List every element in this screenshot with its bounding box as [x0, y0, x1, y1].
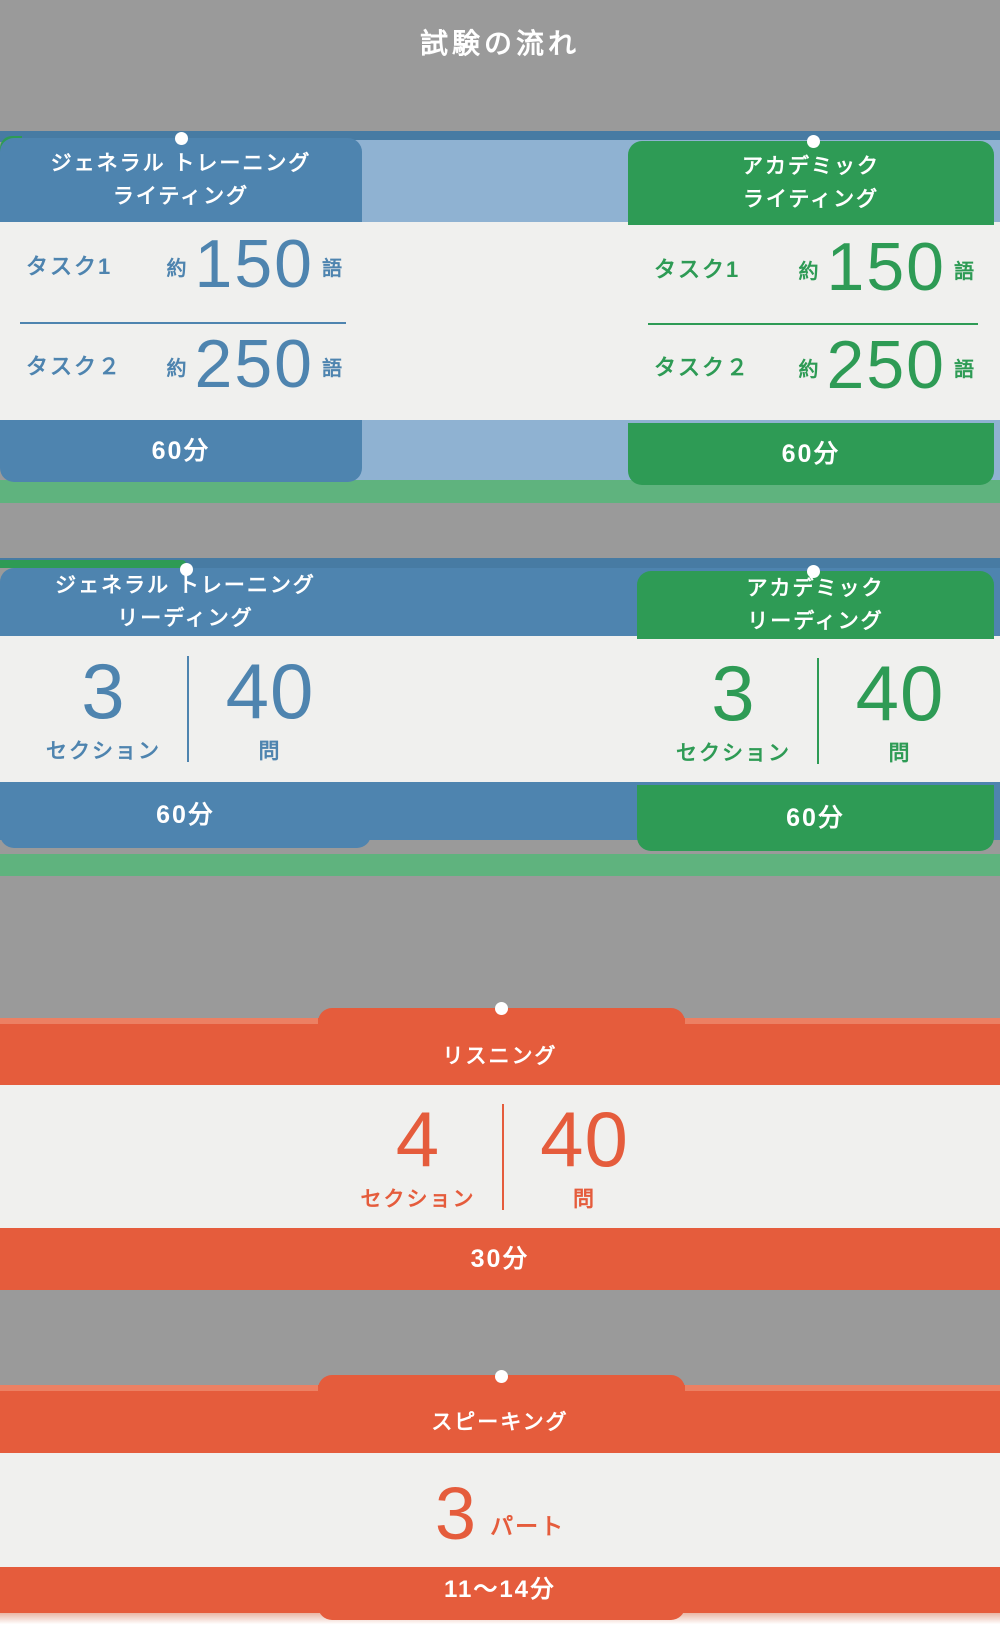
listening-section: リスニング 4 セクション 40 問 30分: [0, 1000, 1000, 1290]
academic-writing-task1-row: タスク1 約 150 語: [654, 229, 974, 305]
listening-title: リスニング: [442, 1045, 558, 1068]
listening-questions: 40 問: [530, 1094, 640, 1213]
gt-reading-stat-divider: [187, 656, 189, 762]
task1-approx: 約: [798, 261, 819, 283]
reading-bottom-green-band: [0, 854, 1000, 876]
reading-green-sliver: [0, 560, 186, 568]
task1-unit: 語: [954, 261, 974, 283]
sections-value: 4: [395, 1094, 441, 1183]
parts-value: 3: [434, 1472, 477, 1555]
speaking-card-header: [318, 1375, 685, 1453]
listening-stats: 4 セクション 40 問: [0, 1085, 1000, 1228]
academic-writing-title-line2: ライティング: [742, 188, 880, 211]
listening-band-edge-right: [685, 1018, 1000, 1024]
gt-reading-title-line2: リーディング: [117, 607, 254, 630]
gt-reading-duration-bar: 60分: [0, 782, 371, 848]
academic-reading-header: アカデミック リーディング: [637, 571, 994, 639]
academic-writing-task-divider: [648, 323, 978, 325]
task2-value: 250: [826, 327, 946, 403]
task2-unit: 語: [322, 358, 342, 380]
listening-body-band: [0, 1085, 1000, 1228]
task1-unit: 語: [322, 258, 342, 280]
gt-writing-title-line2: ライティング: [112, 185, 250, 208]
gt-writing-header: ジェネラル トレーニング ライティング: [0, 138, 362, 222]
gt-reading-header: ジェネラル トレーニング リーディング: [0, 568, 371, 636]
academic-writing-task2-row: タスク２ 約 250 語: [654, 327, 974, 403]
academic-reading-title-line1: アカデミック: [746, 577, 885, 600]
gt-writing-title-line1: ジェネラル トレーニング: [50, 152, 312, 175]
academic-reading-questions: 40 問: [845, 648, 955, 767]
speaking-body-band: [0, 1453, 1000, 1567]
task2-label: タスク２: [26, 354, 123, 379]
task2-label: タスク２: [654, 355, 751, 380]
academic-reading-stats: 3 セクション 40 問: [637, 639, 994, 782]
gt-writing-timeline-dot-icon: [175, 132, 188, 145]
speaking-card-footer: [318, 1567, 685, 1620]
speaking-bottom-fade: [0, 1613, 1000, 1628]
reading-body-band: [0, 636, 1000, 782]
listening-sections: 4 セクション: [360, 1094, 476, 1213]
page-title: 試験の流れ: [419, 28, 580, 59]
gt-writing-task-divider: [20, 322, 346, 324]
listening-stat-divider: [501, 1103, 504, 1210]
academic-reading-sections: 3 セクション: [676, 648, 791, 767]
questions-label: 問: [258, 740, 282, 763]
task1-approx: 約: [166, 258, 187, 280]
sections-label: セクション: [676, 741, 791, 765]
sections-value: 3: [711, 648, 756, 737]
sections-label: セクション: [46, 740, 161, 763]
academic-writing-header: アカデミック ライティング: [628, 141, 994, 225]
questions-value: 40: [225, 647, 315, 735]
gt-reading-title-line1: ジェネラル トレーニング: [55, 574, 316, 597]
listening-timeline-dot-icon: [495, 1002, 508, 1015]
gt-writing-task2-row: タスク２ 約 250 語: [26, 326, 342, 402]
questions-value: 40: [855, 648, 945, 737]
task1-label: タスク1: [654, 257, 741, 282]
writing-section: ジェネラル トレーニング ライティング タスク1 約 150 語 タスク２ 約 …: [0, 131, 1000, 503]
academic-reading-timeline-dot-icon: [807, 565, 820, 578]
gt-reading-questions: 40 問: [215, 647, 325, 765]
task2-value: 250: [194, 326, 314, 402]
writing-bottom-green-band: [0, 480, 1000, 503]
speaking-section: スピーキング 3 パート 11〜14分: [0, 1370, 1000, 1628]
gt-writing-task1-row: タスク1 約 150 語: [26, 226, 342, 302]
listening-band-edge-left: [0, 1018, 318, 1024]
questions-label: 問: [573, 1187, 596, 1211]
speaking-band-edge-right: [685, 1385, 1000, 1391]
speaking-title: スピーキング: [431, 1411, 569, 1434]
sections-value: 3: [81, 647, 126, 735]
speaking-band-edge-left: [0, 1385, 318, 1391]
academic-reading-title-line2: リーディング: [747, 610, 884, 633]
gt-reading-sections: 3 セクション: [46, 647, 161, 765]
academic-reading-duration-bar: 60分: [637, 785, 994, 851]
gt-reading-timeline-dot-icon: [180, 563, 193, 576]
academic-writing-timeline-dot-icon: [807, 135, 820, 148]
questions-label: 問: [888, 741, 912, 765]
gt-reading-stats: 3 セクション 40 問: [0, 636, 371, 782]
speaking-duration-bar: 11〜14分: [443, 1576, 557, 1603]
task1-label: タスク1: [26, 254, 113, 279]
parts-label: パート: [490, 1513, 566, 1539]
writing-body-band: [0, 222, 1000, 420]
academic-reading-stat-divider: [817, 657, 819, 764]
task2-approx: 約: [798, 359, 819, 381]
reading-section: ジェネラル トレーニング リーディング 3 セクション 40 問 60分 アカデ…: [0, 558, 1000, 880]
speaking-stats: 3 パート: [0, 1453, 1000, 1567]
gt-writing-body: タスク1 約 150 語 タスク２ 約 250 語: [0, 222, 362, 420]
academic-writing-duration-bar: 60分: [628, 423, 994, 485]
writing-top-strip: [0, 131, 1000, 142]
task1-value: 150: [826, 229, 946, 305]
task1-value: 150: [194, 226, 314, 302]
listening-card-header: [318, 1008, 685, 1085]
academic-writing-body: タスク1 約 150 語 タスク２ 約 250 語: [628, 225, 994, 420]
questions-value: 40: [540, 1094, 629, 1183]
task2-unit: 語: [954, 359, 974, 381]
academic-writing-title-line1: アカデミック: [742, 155, 880, 178]
sections-label: セクション: [360, 1187, 476, 1211]
task2-approx: 約: [166, 358, 187, 380]
speaking-timeline-dot-icon: [495, 1370, 508, 1383]
listening-duration-bar: 30分: [0, 1228, 1000, 1290]
reading-top-strip: [0, 558, 1000, 568]
gt-writing-duration-bar: 60分: [0, 420, 362, 482]
